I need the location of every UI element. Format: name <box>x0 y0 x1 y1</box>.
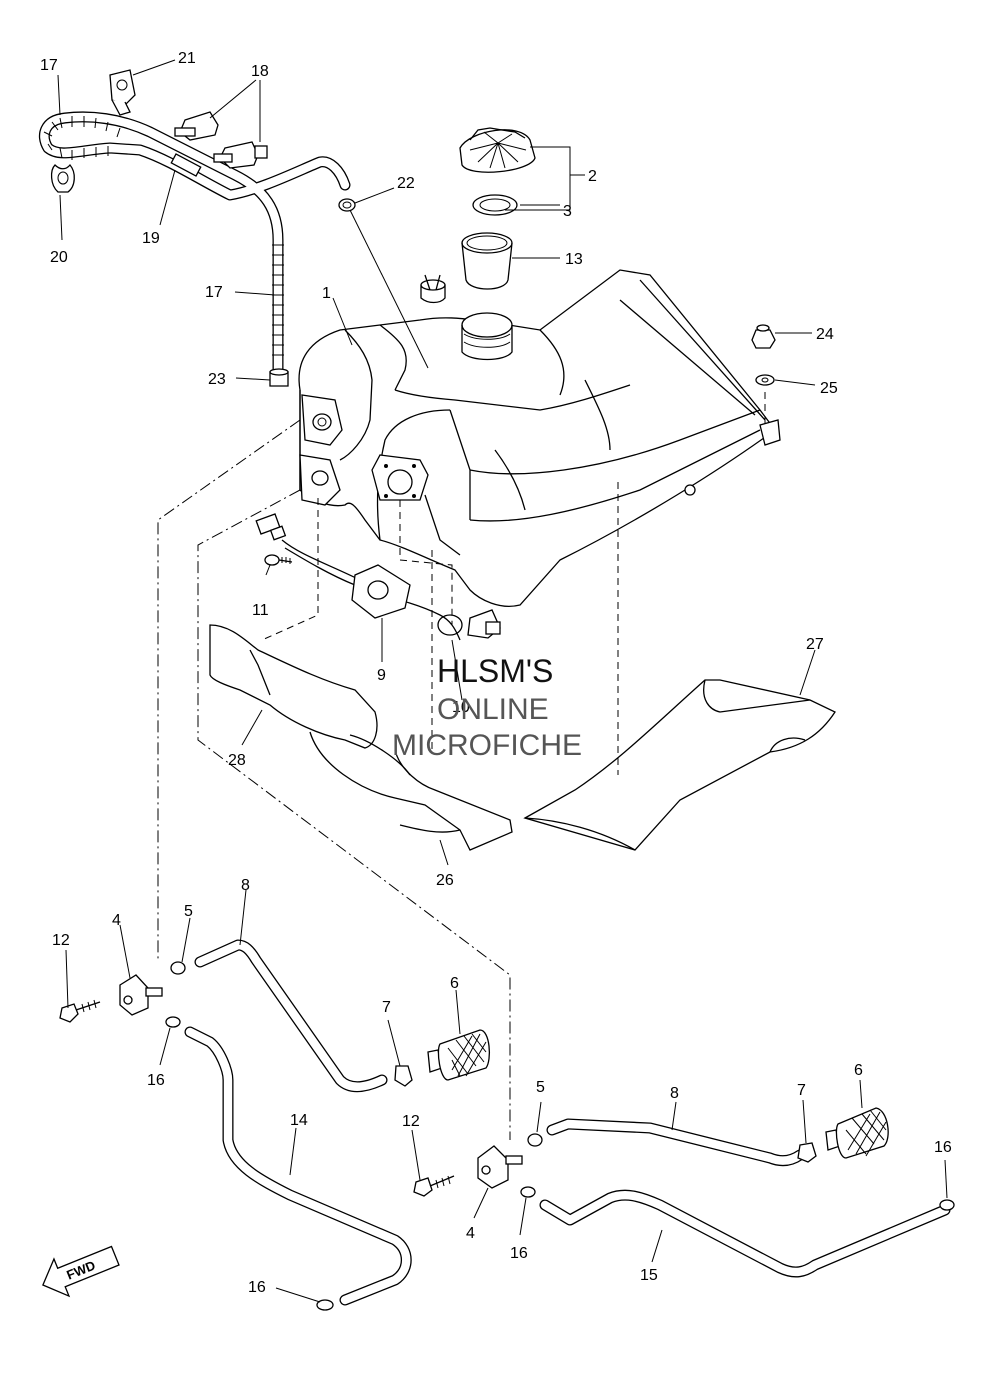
callout-6-right: 6 <box>854 1062 863 1079</box>
clip-16-bottom <box>316 1299 334 1311</box>
callout-2: 2 <box>588 168 597 185</box>
clip-5-left <box>170 961 186 975</box>
hose-8-right <box>546 1118 806 1167</box>
callout-26: 26 <box>436 872 454 889</box>
washer-25 <box>755 374 775 386</box>
hose-14 <box>184 1026 412 1306</box>
callout-7-right: 7 <box>797 1082 806 1099</box>
callout-4-right: 4 <box>466 1225 475 1242</box>
clamp-7-right <box>797 1142 817 1163</box>
callout-17-top: 17 <box>40 57 58 74</box>
callout-4-left: 4 <box>112 912 121 929</box>
callout-14: 14 <box>290 1112 308 1129</box>
fuel-cock-left <box>119 974 163 1016</box>
callout-16-left: 16 <box>147 1072 165 1089</box>
callout-5-right: 5 <box>536 1079 545 1096</box>
callout-13: 13 <box>565 251 583 268</box>
hose-clip-22 <box>338 198 356 212</box>
callout-numbers: 1 2 3 4 4 5 5 6 6 7 7 8 8 9 10 11 12 12 … <box>40 50 952 1296</box>
callout-23: 23 <box>208 371 226 388</box>
watermark-line-2: ONLINE <box>437 693 549 726</box>
callout-21: 21 <box>178 50 196 67</box>
hose-clamp-20 <box>50 163 75 193</box>
watermark-line-3: MICROFICHE <box>392 729 582 762</box>
fuel-pump-assembly <box>255 513 501 641</box>
fuel-tank <box>298 269 781 607</box>
callout-18: 18 <box>251 63 269 80</box>
hose-15 <box>539 1189 951 1278</box>
callout-16-bottom: 16 <box>248 1279 266 1296</box>
callout-27: 27 <box>806 636 824 653</box>
callout-16-right: 16 <box>510 1245 528 1262</box>
callout-16-far-right: 16 <box>934 1139 952 1156</box>
callout-1: 1 <box>322 285 331 302</box>
callout-9: 9 <box>377 667 386 684</box>
cap-gasket <box>472 194 518 216</box>
callout-12-left: 12 <box>52 932 70 949</box>
leader-lines <box>57 59 948 1303</box>
callout-7-left: 7 <box>382 999 391 1016</box>
callout-25: 25 <box>820 380 838 397</box>
protector-28 <box>209 624 513 851</box>
callout-8-left: 8 <box>241 877 250 894</box>
callout-15: 15 <box>640 1267 658 1284</box>
hose-holder-21 <box>109 69 136 116</box>
pad-27 <box>523 679 836 851</box>
reference-lines <box>157 209 766 1140</box>
callout-10: 10 <box>452 699 470 716</box>
clip-16-right-b <box>939 1199 955 1211</box>
filter-6-left <box>427 1029 491 1081</box>
clip-16-left <box>165 1016 181 1028</box>
callout-17-mid: 17 <box>205 284 223 301</box>
callout-22: 22 <box>397 175 415 192</box>
clip-16-right-a <box>520 1186 536 1198</box>
callout-3: 3 <box>563 203 572 220</box>
screw-11 <box>264 554 293 566</box>
forward-direction-arrow: FWD <box>42 1245 120 1298</box>
watermark: HLSM'S ONLINE MICROFICHE <box>392 653 582 762</box>
clamp-7-left <box>394 1065 413 1087</box>
callout-5-left: 5 <box>184 903 193 920</box>
filter-6-right <box>825 1107 889 1159</box>
fuel-cock-right <box>477 1145 523 1189</box>
bolt-12-right <box>413 1175 455 1197</box>
callout-20: 20 <box>50 249 68 266</box>
callout-6-left: 6 <box>450 975 459 992</box>
hose-8-left <box>194 939 388 1093</box>
clip-5-right <box>527 1133 543 1147</box>
breather-hose <box>38 111 351 376</box>
callout-19: 19 <box>142 230 160 247</box>
callout-24: 24 <box>816 326 834 343</box>
watermark-line-1: HLSM'S <box>437 653 553 689</box>
callout-28: 28 <box>228 752 246 769</box>
fuel-cap <box>459 127 536 173</box>
filler-strainer <box>461 232 513 290</box>
callout-8-right: 8 <box>670 1085 679 1102</box>
callout-12-right: 12 <box>402 1113 420 1130</box>
callout-11: 11 <box>252 602 269 619</box>
hose-cap-23 <box>269 368 289 387</box>
hose-clamps-18 <box>174 111 268 169</box>
bolt-12-left <box>59 999 101 1023</box>
nut-24 <box>751 324 776 349</box>
